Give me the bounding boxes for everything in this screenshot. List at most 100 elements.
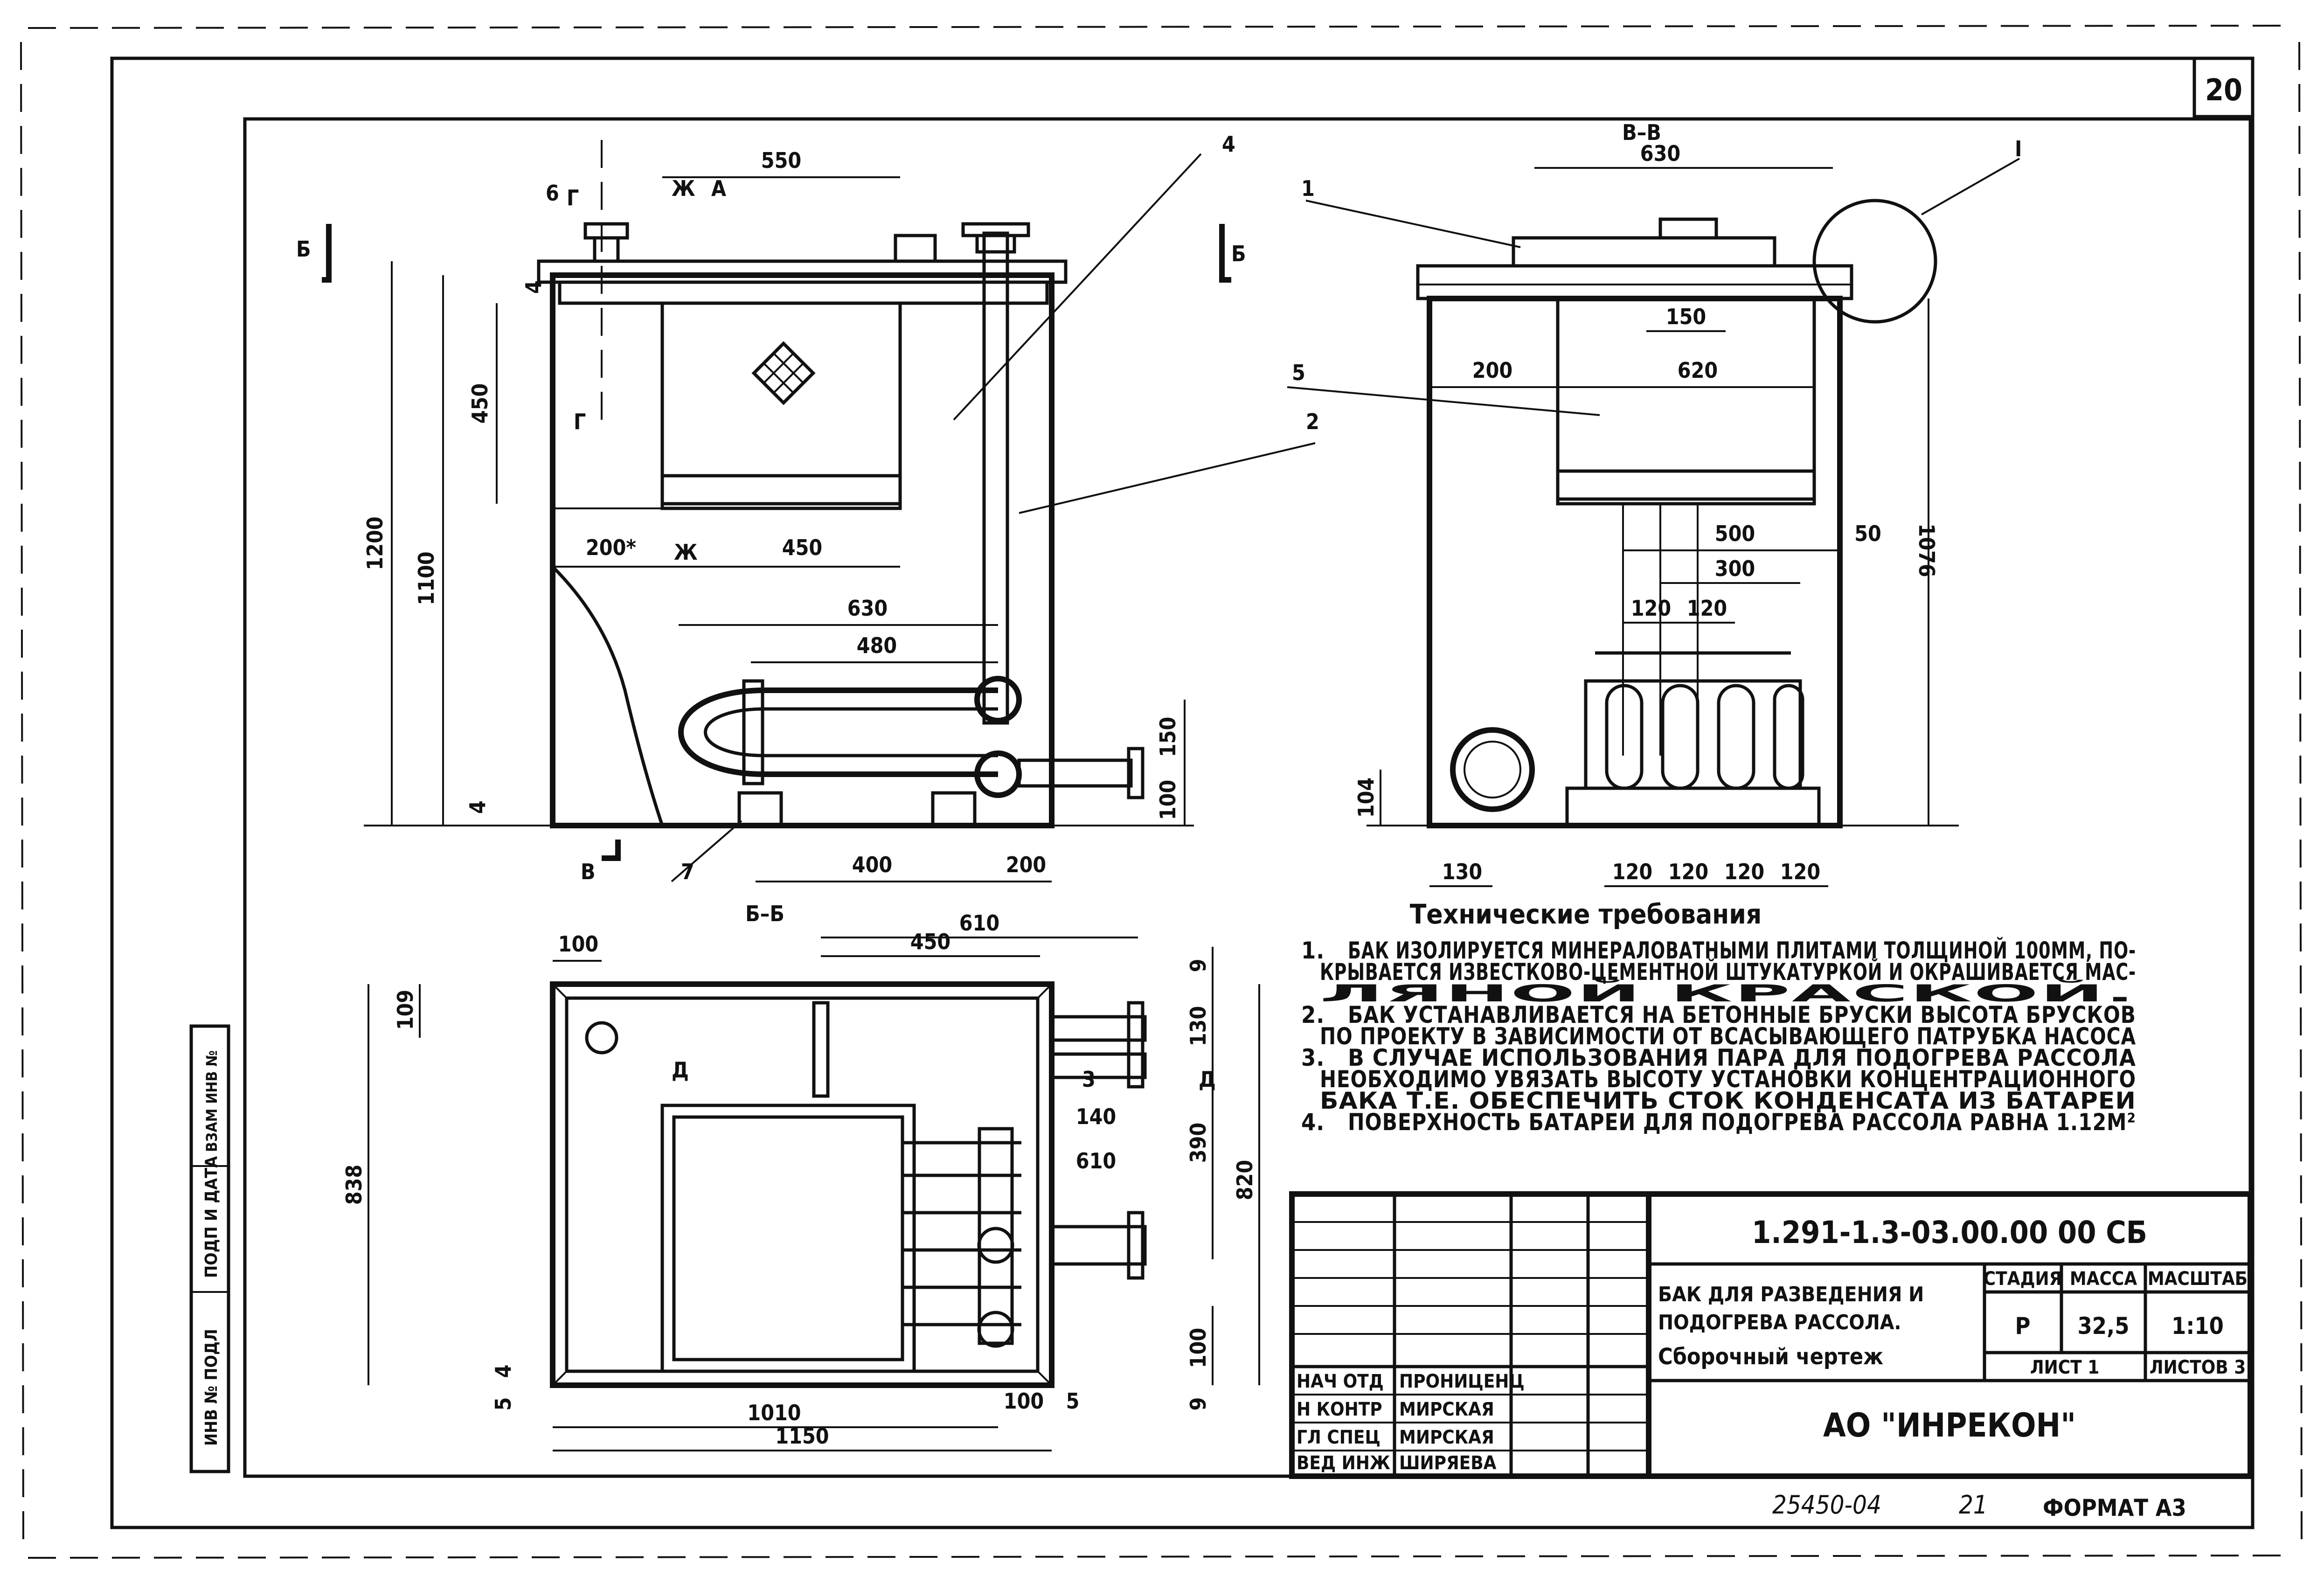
dim-side-500: 500 [1715,521,1755,546]
sec-mark-d-left: Д [672,1057,689,1083]
side-strip-field2: ПОДП И ДАТА [202,1156,221,1278]
tb-scale-value: 1:10 [2171,1312,2224,1340]
pos-5: 5 [1292,360,1305,385]
requirements-block: Технические требования 1. БАК ИЗОЛИРУЕТСЯ… [1301,898,2136,1136]
requirement-line: КРЫВАЕТСЯ ИЗВЕСТКОВО-ЦЕМЕНТНОЙ ШТУКАТУРК… [1320,958,2136,986]
sec-mark-v: В [581,859,596,884]
requirement-number: 1. [1301,937,1325,964]
dim-front-200: 200 [1006,852,1046,877]
side-battery [1565,651,1821,827]
sheet-page-number: 20 [2205,73,2242,108]
tb-stage-value: Р [2015,1312,2031,1340]
dim-front-200star: 200* [586,535,636,560]
tb-staff-role-3: ВЕД ИНЖ [1297,1452,1390,1474]
sheet-frame: 20 [20,25,2303,1559]
dim-front-100: 100 [1155,780,1180,820]
tb-name-line1: БАК ДЛЯ РАЗВЕДЕНИЯ И [1658,1283,1924,1306]
dim-plan-450: 450 [910,929,950,954]
dim-plan-820: 820 [1232,1160,1257,1200]
footer-format: ФОРМАТ А3 [2043,1494,2186,1521]
dim-plan-1010: 1010 [747,1400,801,1425]
dim-side-120c: 120 [1612,859,1652,884]
tank-lid [537,259,1068,284]
dim-front-4top: 4 [521,280,546,294]
dim-plan-4: 4 [491,1365,516,1378]
requirement-line: В СЛУЧАЕ ИСПОЛЬЗОВАНИЯ ПАРА ДЛЯ ПОДОГРЕВ… [1348,1044,2136,1071]
tb-name-line2: ПОДОГРЕВА РАССОЛА. [1658,1311,1901,1334]
tb-header-mass: МАССА [2070,1268,2137,1290]
dim-front-450v: 450 [467,383,493,424]
dim-side-200: 200 [1472,358,1512,383]
dim-side-120f: 120 [1780,859,1820,884]
basket-mesh-symbol [751,341,816,405]
sec-mark-g-top: Г [567,185,579,210]
side-view: В–В I 1 5 [1287,120,2022,887]
dim-front-480: 480 [857,633,897,658]
tb-org: АО "ИНРЕКОН" [1823,1406,2076,1444]
sec-mark-zh-bot: Ж [674,540,698,565]
dim-front-550: 550 [761,148,801,173]
tb-sheet: ЛИСТ 1 [2030,1357,2100,1378]
sec-mark-6: 6 [546,181,559,206]
tank-plan-body [550,981,1054,1388]
sheet-footer: 25450-04 21 ФОРМАТ А3 [1772,1490,2186,1521]
plan-view: Б–Б 610 450 [341,901,1260,1451]
sec-mark-d-right: Д [1199,1067,1216,1092]
tb-staff-name-3: ШИРЯЕВА [1399,1452,1497,1474]
dim-side-104: 104 [1353,778,1379,818]
plan-battery [902,1127,1021,1348]
dim-side-120d: 120 [1668,859,1708,884]
requirement-line: ПО ПРОЕКТУ В ЗАВИСИМОСТИ ОТ ВСАСЫВАЮЩЕГО… [1320,1023,2136,1050]
requirement-line: БАК ИЗОЛИРУЕТСЯ МИНЕРАЛОВАТНЫМИ ПЛИТАМИ … [1348,937,2136,964]
pos-2: 2 [1306,409,1319,434]
dim-plan-390: 390 [1186,1123,1211,1163]
dim-side-120e: 120 [1724,859,1764,884]
side-lid [1512,236,1776,268]
tb-doc-code: 1.291-1.3-03.00.00 00 СБ [1752,1215,2147,1250]
pos-7: 7 [681,859,694,884]
sec-mark-b-left: Б [296,236,311,262]
pos-4: 4 [1222,132,1235,157]
pos-3: 3 [1082,1067,1096,1092]
callout-i-label: I [2015,136,2022,161]
requirement-line: БАКА Т.Е. ОБЕСПЕЧИТЬ СТОК КОНДЕНСАТА ИЗ … [1320,1087,2136,1114]
footer-num: 21 [1959,1490,1988,1520]
dim-plan-5left: 5 [491,1397,516,1411]
dim-front-150: 150 [1155,717,1180,757]
callout-circle-i [1812,199,1937,324]
requirement-number: 3. [1301,1044,1325,1071]
side-inner-basket [1556,297,1816,501]
sec-mark-a: А [711,176,726,201]
pos-1: 1 [1301,176,1315,201]
section-bb-label: Б–Б [745,901,784,926]
dim-plan-140: 140 [1076,1104,1116,1129]
dim-plan-109: 109 [393,990,418,1030]
dim-plan-838: 838 [341,1165,367,1205]
plan-basket [660,1104,916,1373]
tb-staff-role-1: Н КОНТР [1297,1399,1382,1420]
dim-side-50: 50 [1854,521,1881,546]
footer-code: 25450-04 [1772,1490,1881,1520]
requirement-line: НЕОБХОДИМО УВЯЗАТЬ ВЫСОТУ УСТАНОВКИ КОНЦ… [1320,1066,2136,1093]
requirement-line: ПОВЕРХНОСТЬ БАТАРЕИ ДЛЯ ПОДОГРЕВА РАССОЛ… [1348,1109,2136,1136]
riser-pipe [982,231,1009,725]
side-outlet [1450,727,1535,812]
side-strip: ИНВ № ПОДЛ ПОДП И ДАТА ВЗАМ ИНВ № [189,1024,230,1473]
dim-plan-100bot: 100 [1004,1389,1044,1414]
dim-side-630: 630 [1640,141,1680,166]
drawing-area-border [243,117,2252,1478]
dim-front-630: 630 [847,596,888,621]
dim-front-1100: 1100 [414,551,439,605]
dim-front-4bot: 4 [465,800,490,814]
title-block: 1.291-1.3-03.00.00 00 СБ БАК ДЛЯ РАЗВЕДЕ… [1289,1191,2253,1479]
tb-staff-name-1: МИРСКАЯ [1399,1399,1494,1420]
requirements-title: Технические требования [1410,898,1762,930]
tb-staff-role-2: ГЛ СПЕЦ [1297,1427,1381,1448]
dim-side-1076: 1076 [1914,523,1939,577]
dim-front-1200: 1200 [362,516,388,570]
side-strip-field3: ВЗАМ ИНВ № [203,1050,221,1152]
section-vv-label: В–В [1622,120,1661,145]
dim-side-120b: 120 [1687,596,1727,621]
requirement-number: 4. [1301,1109,1325,1136]
